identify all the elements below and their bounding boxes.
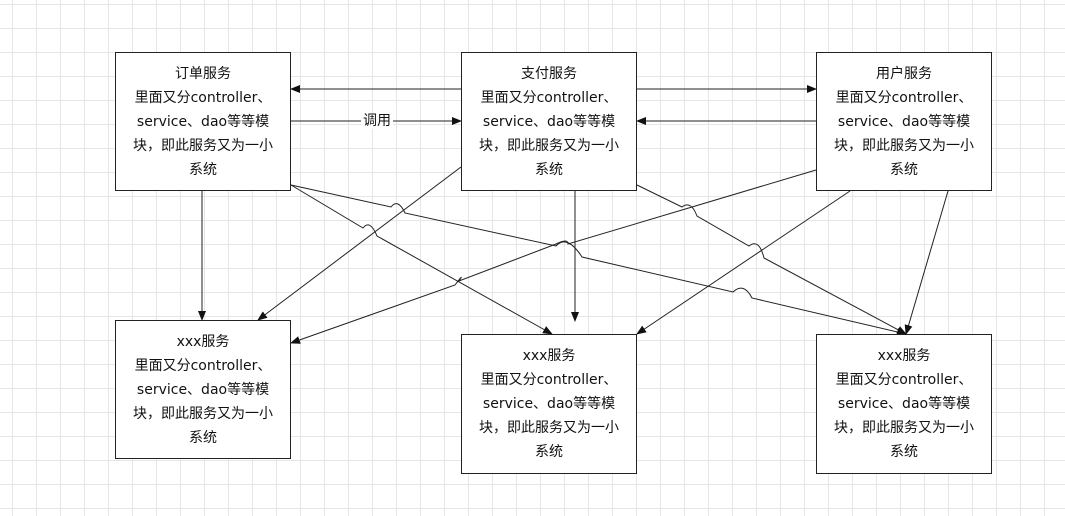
node-text-line: 里面又分controller、 [134,89,272,106]
edge-order-to-xxx2[interactable] [290,184,553,335]
node-order-service[interactable]: 订单服务 里面又分controller、 service、dao等等模 块，即此… [115,52,291,191]
edge-pay-to-xxx3[interactable] [636,184,907,335]
node-text-line: 系统 [890,161,918,178]
node-xxx-service-middle[interactable]: xxx服务 里面又分controller、 service、dao等等模 块，即… [461,334,637,474]
node-xxx-service-left[interactable]: xxx服务 里面又分controller、 service、dao等等模 块，即… [115,320,291,459]
node-text-line: 块，即此服务又为一小 [479,137,619,154]
node-text-line: 系统 [890,444,918,460]
node-title: xxx服务 [176,333,230,350]
node-text-line: 块，即此服务又为一小 [834,137,974,154]
node-title: xxx服务 [877,348,931,364]
node-title: xxx服务 [522,348,576,364]
node-text-line: 里面又分controller、 [134,357,272,374]
node-text-line: 块，即此服务又为一小 [834,420,974,436]
node-user-service[interactable]: 用户服务 里面又分controller、 service、dao等等模 块，即此… [816,52,992,191]
node-title: 用户服务 [876,65,932,82]
edge-user-to-xxx3[interactable] [904,190,949,335]
node-text-line: service、dao等等模 [136,113,270,130]
edge-order-to-xxx3[interactable] [290,184,907,336]
node-text-line: 块，即此服务又为一小 [133,137,273,154]
node-text-line: 系统 [535,161,563,178]
edge-pay-to-xxx1[interactable] [257,166,462,321]
node-title: 支付服务 [521,65,577,82]
node-text-line: service、dao等等模 [136,381,270,398]
node-text-line: 里面又分controller、 [835,372,973,388]
node-text-line: 里面又分controller、 [480,89,618,106]
node-xxx-service-right[interactable]: xxx服务 里面又分controller、 service、dao等等模 块，即… [816,334,992,474]
node-text-line: 里面又分controller、 [480,372,618,388]
node-text-line: service、dao等等模 [837,113,971,130]
node-payment-service[interactable]: 支付服务 里面又分controller、 service、dao等等模 块，即此… [461,52,637,191]
node-text-line: 系统 [535,444,563,460]
edge-label-call: 调用 [361,113,393,129]
node-text-line: 块，即此服务又为一小 [133,405,273,422]
node-text-line: 里面又分controller、 [835,89,973,106]
node-text-line: service、dao等等模 [482,113,616,130]
node-text-line: 块，即此服务又为一小 [479,420,619,436]
edge-user-to-xxx1[interactable] [290,169,817,344]
node-text-line: 系统 [189,429,217,446]
node-text-line: 系统 [189,161,217,178]
node-text-line: service、dao等等模 [837,396,971,412]
node-title: 订单服务 [175,65,231,82]
node-text-line: service、dao等等模 [482,396,616,412]
edge-user-to-xxx2[interactable] [636,190,851,335]
